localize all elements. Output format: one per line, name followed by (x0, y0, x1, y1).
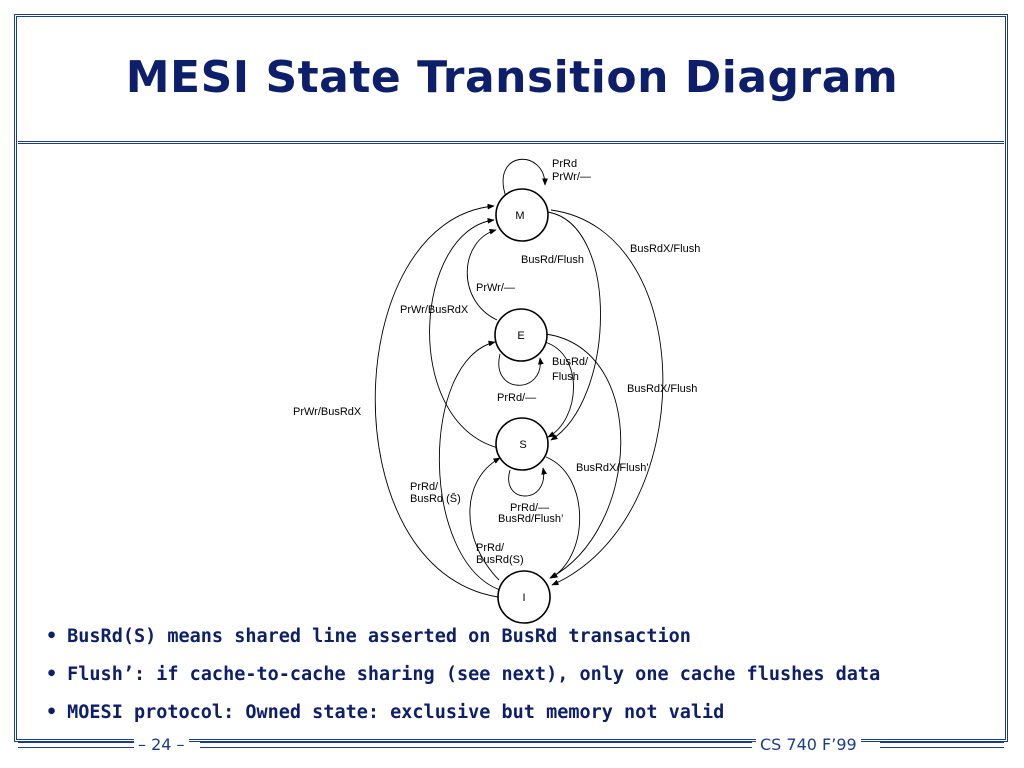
slide-frame (14, 14, 1008, 742)
state-m-label: M (515, 210, 524, 222)
state-s-label: S (519, 439, 526, 451)
label-s-self-2: BusRd/Flush’ (498, 513, 563, 525)
edge-m-self (502, 159, 548, 198)
edge-e-to-i (545, 333, 622, 579)
footer-rule-right (880, 742, 1004, 748)
state-i-label: I (522, 592, 525, 604)
edge-s-to-i (545, 456, 581, 579)
label-m-to-s: BusRd/Flush (521, 254, 584, 266)
edge-e-to-s (544, 341, 574, 438)
label-i-to-e-1: PrRd/ (410, 481, 439, 493)
state-i-node (497, 570, 551, 624)
state-m-node (495, 188, 549, 242)
bullet-list: BusRd(S) means shared line asserted on B… (46, 626, 880, 740)
label-e-to-s-2: Flush (552, 371, 579, 383)
edge-e-self (498, 353, 544, 386)
footer-rule-middle (200, 742, 752, 748)
edge-s-to-m (429, 217, 499, 449)
edge-i-to-s (469, 457, 501, 581)
state-e-node (494, 308, 548, 362)
label-m-to-i: BusRdX/Flush (630, 243, 700, 255)
label-i-to-m: PrWr/BusRdX (293, 406, 362, 418)
label-e-self: PrRd/— (497, 392, 536, 404)
edge-m-to-s (547, 211, 601, 441)
footer-rule-left (18, 742, 134, 748)
page-number: – 24 – (134, 735, 189, 754)
edge-s-self (508, 467, 548, 497)
label-i-to-e-2: BusRd (S̄) (410, 492, 461, 505)
label-s-to-m: PrWr/BusRdX (400, 304, 469, 316)
edge-i-to-m (374, 203, 499, 598)
edge-i-to-e (438, 340, 501, 591)
label-e-to-i: BusRdX/Flush (627, 383, 697, 395)
bullet-item: BusRd(S) means shared line asserted on B… (46, 626, 880, 664)
state-s-node (495, 417, 549, 471)
title-frame (18, 18, 1004, 144)
label-i-to-s-2: BusRd(S) (476, 554, 524, 566)
label-s-to-i: BusRdX/Flush’ (576, 462, 649, 474)
bullet-item: MOESI protocol: Owned state: exclusive b… (46, 702, 880, 740)
course-label: CS 740 F’99 (756, 735, 861, 754)
label-i-to-s-1: PrRd/ (476, 542, 505, 554)
label-s-self-1: PrRd/— (510, 502, 549, 514)
label-e-to-m: PrWr/— (476, 282, 515, 294)
slide-title: MESI State Transition Diagram (125, 52, 899, 103)
label-m-self-2: PrWr/— (552, 171, 591, 183)
label-m-self-1: PrRd (552, 158, 577, 170)
edge-e-to-m (466, 228, 498, 321)
edge-m-to-i (550, 209, 664, 586)
bullet-item: Flush’: if cache-to-cache sharing (see n… (46, 664, 880, 702)
state-e-label: E (517, 330, 524, 342)
label-e-to-s-1: BusRd/ (552, 356, 589, 368)
